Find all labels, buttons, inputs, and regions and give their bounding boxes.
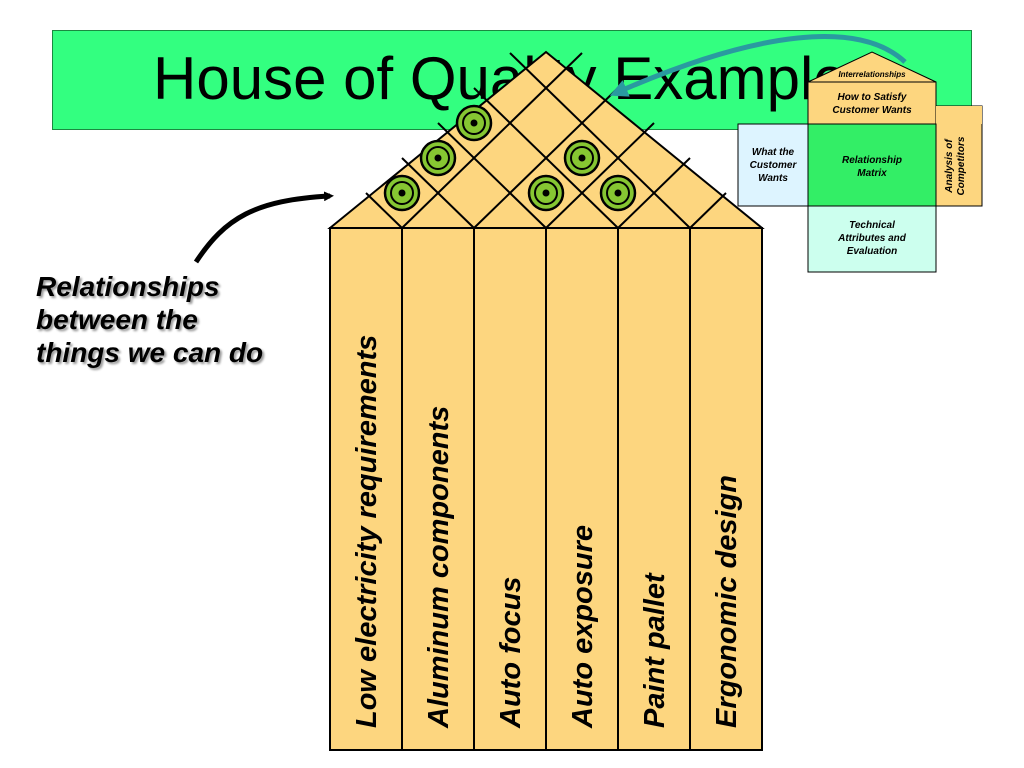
callout-line: things we can do [36,337,264,368]
strong-relationship-symbol [527,174,565,212]
column-label: Auto exposure [567,525,599,729]
mini-what-box [737,123,809,207]
technical-attribute-columns: Low electricity requirements Aluminum com… [329,227,763,751]
correlation-roof [327,50,765,229]
strong-relationship-symbol [599,174,637,212]
column-box [473,227,547,751]
column-label: Low electricity requirements [351,335,383,728]
column-label: Ergonomic design [711,475,743,728]
callout-line: Relationships [36,271,220,302]
mini-roof-label: Interrelationships [838,70,906,79]
column-label: Auto focus [495,577,527,729]
strong-relationship-symbol [563,139,601,177]
column-box [401,227,475,751]
strong-relationship-symbol [419,139,457,177]
column-box [545,227,619,751]
roof-relationship-symbols [383,104,637,212]
strong-relationship-symbol [455,104,493,142]
strong-relationship-symbol [383,174,421,212]
mini-competitors-label: Analysis ofCompetitors [944,136,967,195]
column-label: Paint pallet [639,572,671,728]
mini-matrix-box [807,123,937,207]
callout-text: Relationships between the things we can … [36,270,326,369]
mini-technical-box [807,205,937,273]
column-box [689,227,763,751]
callout-arrow [193,191,334,264]
column-label: Aluminum components [423,406,455,729]
column-box [617,227,691,751]
callout-line: between the [36,304,198,335]
mini-link-arrow [609,34,907,97]
mini-how-box [807,81,937,125]
